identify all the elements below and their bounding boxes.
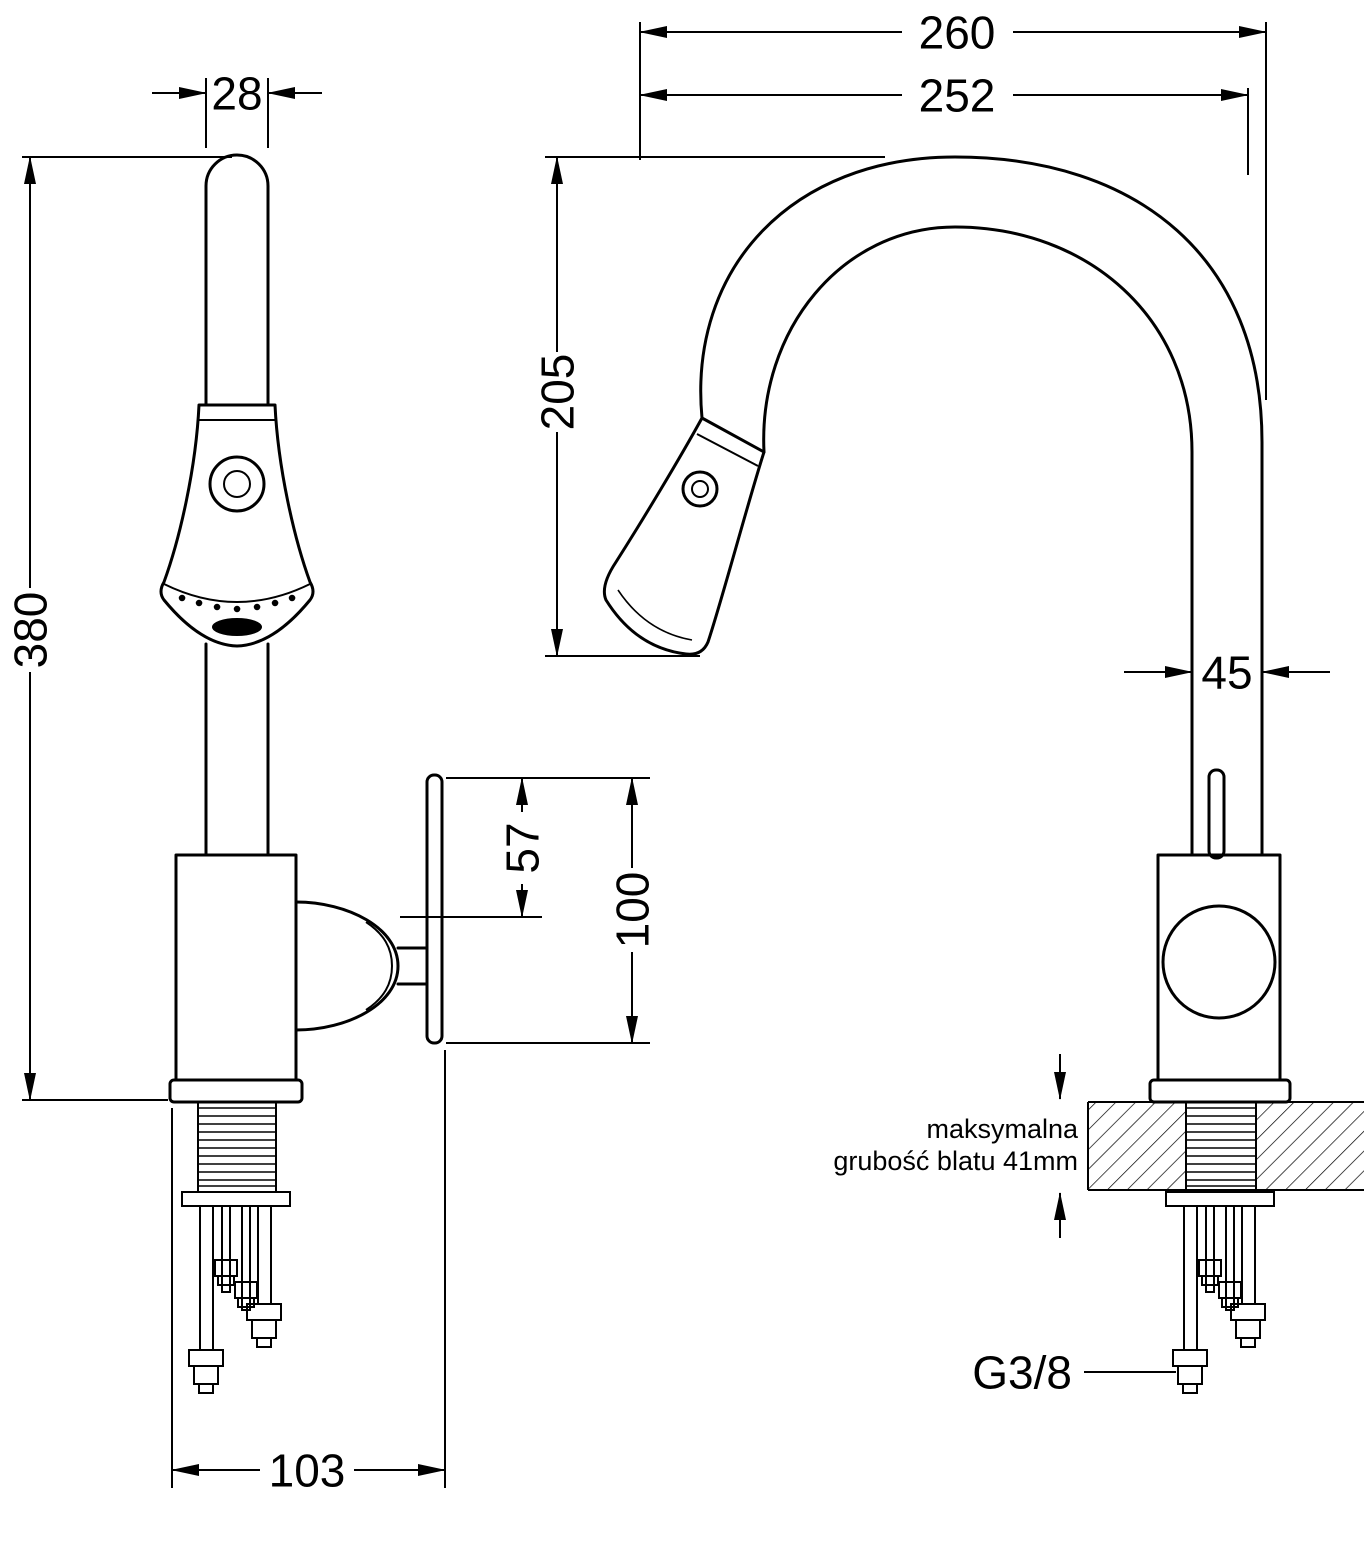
front-body [168, 853, 304, 1104]
spray-holes [178, 594, 296, 613]
front-mounting [181, 1102, 291, 1394]
side-spout-arc [699, 155, 1264, 857]
drawing-segment [204, 153, 270, 407]
thread-size-label: G3/8 [972, 1347, 1072, 1399]
spray-button-inner [223, 470, 251, 498]
dim-28: 28 [152, 68, 322, 148]
dim-100: 100 [446, 777, 659, 1044]
drawing-segment [1201, 1275, 1219, 1286]
dim-label-handle-upper: 57 [497, 822, 549, 873]
front-thread-shank [198, 1107, 276, 1187]
dim-label-spout-width: 28 [211, 68, 262, 120]
dim-label-base-depth: 103 [269, 1445, 346, 1497]
counter-note-line1: maksymalna [926, 1114, 1079, 1144]
drawing-segment [174, 853, 298, 1082]
drawing-segment [1218, 1281, 1242, 1299]
drawing-segment [217, 1275, 235, 1286]
drawing-segment [256, 1337, 272, 1348]
dim-45: 45 [1124, 647, 1330, 699]
side-spray-head [602, 416, 766, 656]
drawing-segment [214, 1259, 238, 1277]
counter-note-line2: grubość blatu 41mm [833, 1146, 1078, 1176]
drawing-segment [1197, 648, 1257, 694]
spray-center-nozzle [212, 618, 262, 636]
front-spout-pipe [204, 153, 270, 857]
dim-380: 380 [5, 156, 232, 1101]
side-lock-washer [1165, 1191, 1275, 1207]
drawing-segment [1182, 1383, 1198, 1394]
thread-callout: G3/8 [972, 1347, 1176, 1399]
drawing-segment [699, 155, 1264, 857]
side-hose-left-nut [1172, 1349, 1208, 1367]
drawing-segment [163, 583, 311, 603]
drawing-segment [251, 1319, 277, 1339]
side-spray-button-inner [691, 480, 709, 498]
dim-label-pipe-diameter: 45 [1201, 647, 1252, 699]
drawing-segment [1256, 1102, 1364, 1190]
side-handle-joint [1161, 904, 1277, 1020]
front-handle-lever [425, 773, 444, 1045]
side-thread-shank [1186, 1107, 1256, 1187]
front-spray-head [159, 403, 315, 648]
side-base-flange [1148, 1078, 1292, 1104]
drawing-segment [1198, 1259, 1222, 1277]
dim-label-spout-height: 205 [532, 354, 584, 431]
side-body [1148, 768, 1292, 1104]
side-mounting [1165, 1102, 1275, 1394]
drawing-segment [602, 416, 766, 656]
drawing-segment [1088, 1102, 1186, 1190]
side-spray-button-outer [681, 470, 719, 508]
front-base-flange [168, 1078, 304, 1104]
dim-57: 57 [400, 777, 650, 918]
drawing-segment [696, 433, 759, 467]
dim-label-total-height: 380 [5, 592, 57, 669]
side-stud-right [1225, 1205, 1235, 1311]
drawing-segment [198, 1383, 214, 1394]
dim-252: 252 [639, 70, 1249, 175]
drawing-segment [762, 225, 1194, 857]
side-stud-left [1205, 1205, 1215, 1293]
dim-label-handle-length: 100 [607, 872, 659, 949]
countertop [1087, 1101, 1364, 1191]
drawing-segment [294, 900, 400, 1032]
drawing-segment [1240, 1337, 1256, 1348]
front-stud-right [241, 1205, 251, 1311]
dim-103: 103 [171, 1050, 446, 1497]
spray-button-outer [208, 455, 266, 513]
front-hose-left-nut [188, 1349, 224, 1367]
drawing-segment [1235, 1319, 1261, 1339]
dim-205: 205 [532, 156, 885, 657]
dim-label-overall-depth: 260 [919, 7, 996, 59]
front-handle [294, 773, 444, 1045]
drawing-segment [1177, 1365, 1203, 1385]
counter-thickness-callout: maksymalna grubość blatu 41mm [833, 1054, 1079, 1238]
drawing-segment [1156, 853, 1282, 1082]
drawing-segment [234, 1281, 258, 1299]
side-view [602, 155, 1364, 1394]
side-handle-lever [1207, 768, 1226, 860]
front-view [159, 153, 444, 1394]
drawing-segment [159, 403, 315, 648]
drawing-segment [193, 1365, 219, 1385]
dimensions: 28 380 57 100 103 [5, 7, 1330, 1497]
dim-260: 260 [639, 7, 1267, 400]
dim-label-spout-reach: 252 [919, 70, 996, 122]
front-stud-left [221, 1205, 231, 1293]
front-lock-washer [181, 1191, 291, 1207]
drawing-segment [365, 921, 394, 1011]
drawing-segment [617, 589, 693, 641]
